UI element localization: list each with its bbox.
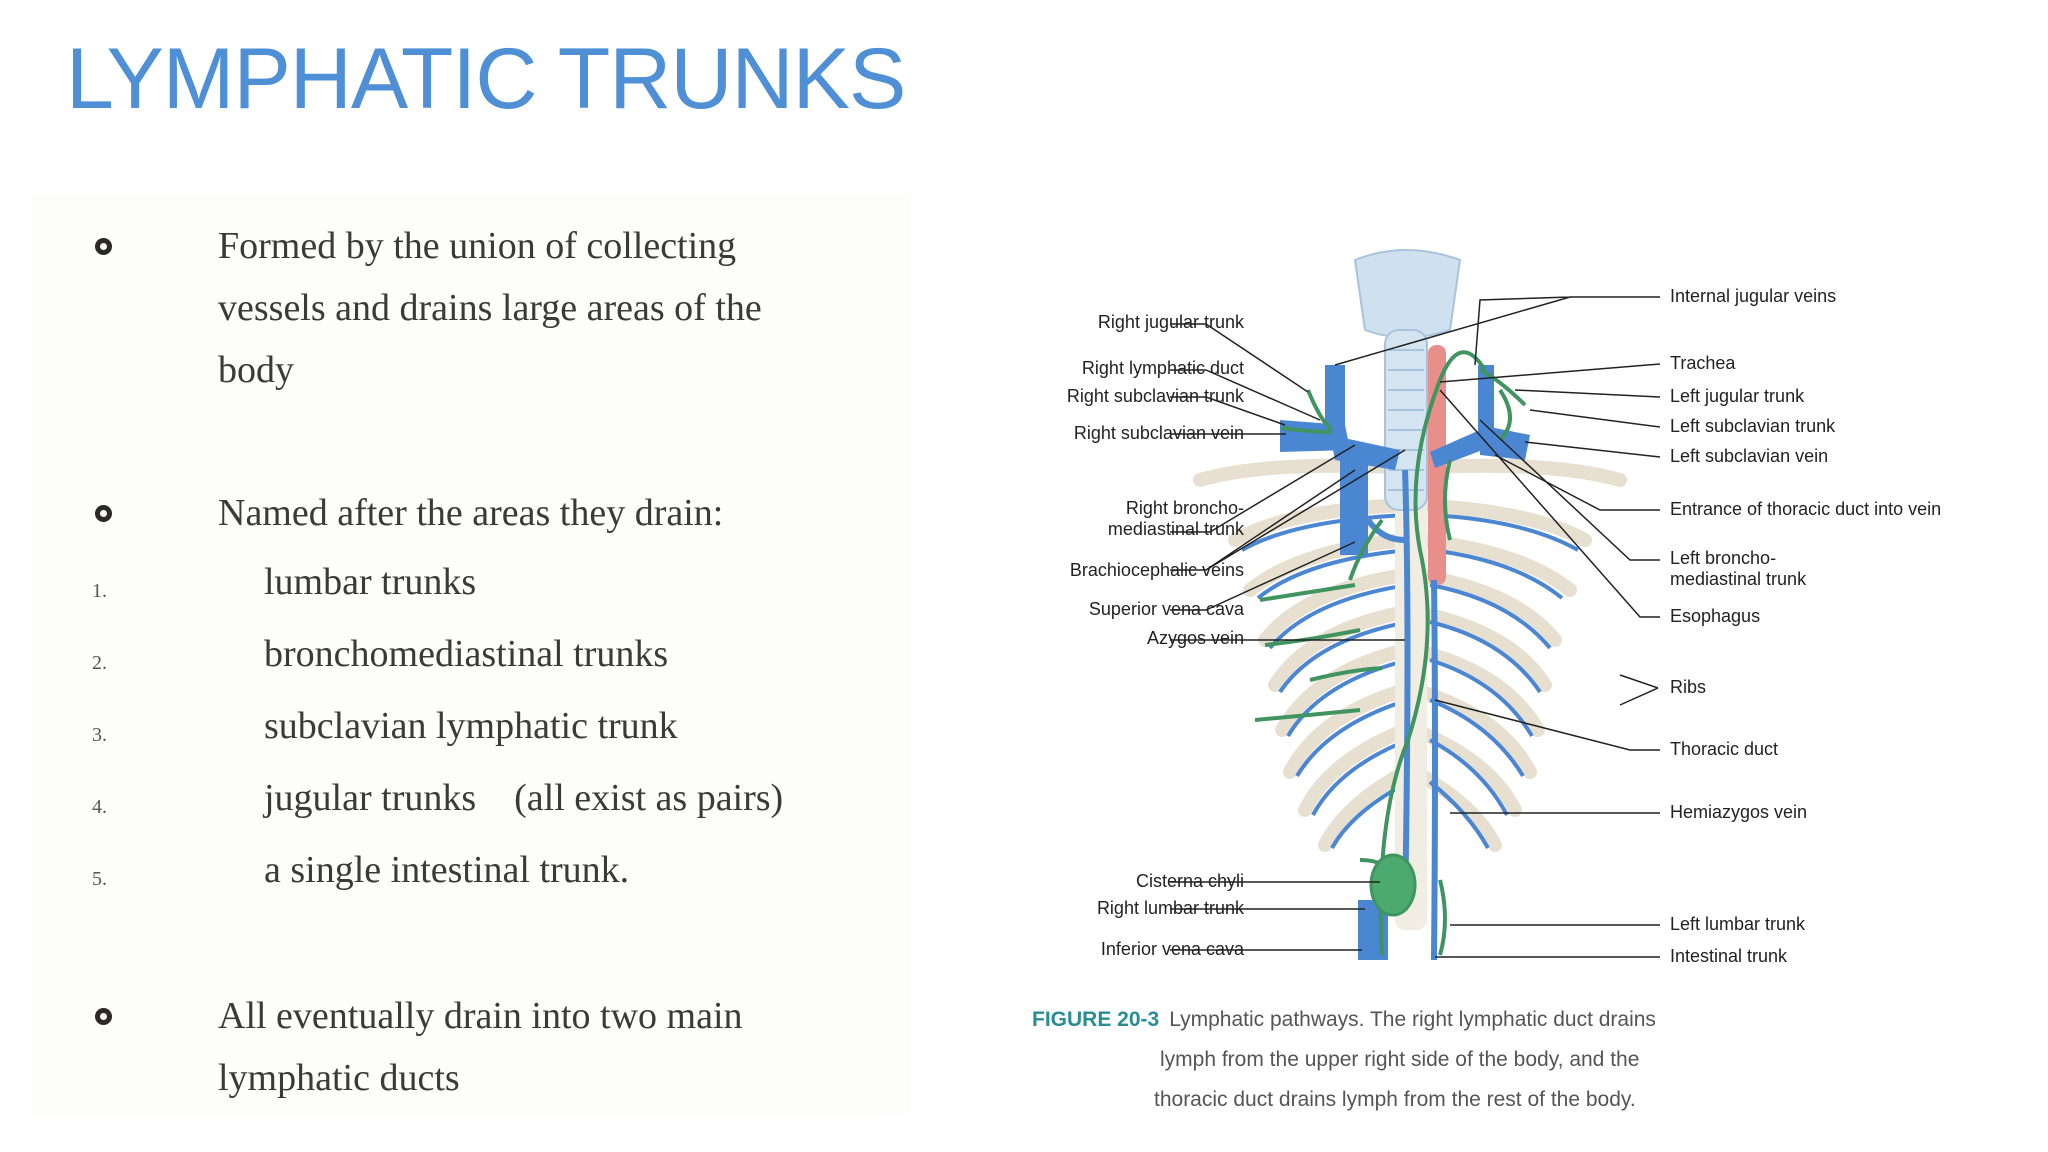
bullet-icon [95,505,112,522]
lymphatic-figure: Right jugular trunk Right lymphatic duct… [1010,220,2010,1111]
label-line: mediastinal trunk [1670,569,1807,589]
label-ribs: Ribs [1670,677,1707,697]
point-2: Named after the areas they drain: [218,492,724,534]
label-right-lumbar-trunk: Right lumbar trunk [1096,898,1244,918]
caption-line: Lymphatic pathways. The right lymphatic … [1169,1008,1656,1031]
label-right-bronchomediastinal-trunk: Right broncho- mediastinal trunk [1108,498,1244,540]
label-internal-jugular-veins: Internal jugular veins [1670,286,1837,306]
label-right-lymphatic-duct: Right lymphatic duct [1081,358,1244,378]
label-azygos-vein: Azygos vein [1146,628,1244,648]
caption-line: lymph from the upper right side of the b… [1160,1048,1640,1071]
label-right-jugular-trunk: Right jugular trunk [1097,312,1244,332]
label-right-subclavian-trunk: Right subclavian trunk [1066,386,1244,406]
list-number: 2. [92,652,107,674]
point-3-line: All eventually drain into two main [218,995,743,1037]
page-title: LYMPHATIC TRUNKS [66,31,906,127]
label-superior-vena-cava: Superior vena cava [1088,599,1244,619]
point-1: Formed by the union of collecting vessel… [218,215,762,401]
text-panel: Formed by the union of collecting vessel… [30,195,910,1115]
list-item: subclavian lymphatic trunk [264,705,678,747]
label-left-bronchomediastinal-trunk: Left broncho- mediastinal trunk [1670,548,1806,590]
label-brachiocephalic-veins: Brachiocephalic veins [1069,560,1244,580]
label-left-subclavian-trunk: Left subclavian trunk [1670,416,1836,436]
label-thoracic-duct-entrance: Entrance of thoracic duct into vein [1670,499,1942,519]
label-intestinal-trunk: Intestinal trunk [1670,946,1788,966]
list-number: 4. [92,796,107,818]
point-1-line: vessels and drains large areas of the [218,287,762,329]
label-trachea: Trachea [1670,353,1736,373]
label-line: Left broncho- [1670,548,1777,568]
label-left-subclavian-vein: Left subclavian vein [1670,446,1829,466]
label-line: Right broncho- [1125,498,1244,518]
anatomy-illustration [1170,249,1661,961]
label-esophagus: Esophagus [1670,606,1761,626]
label-left-lumbar-trunk: Left lumbar trunk [1670,914,1806,934]
list-item: bronchomediastinal trunks [264,633,669,675]
label-hemiazygos-vein: Hemiazygos vein [1670,802,1808,822]
figure-caption: FIGURE 20-3 Lymphatic pathways. The right… [1032,1000,1656,1120]
caption-line: thoracic duct drains lymph from the rest… [1154,1088,1636,1111]
point-1-line: Formed by the union of collecting [218,225,737,267]
label-thoracic-duct: Thoracic duct [1670,739,1779,759]
bullet-icon [95,1008,112,1025]
label-left-jugular-trunk: Left jugular trunk [1670,386,1805,406]
label-right-subclavian-vein: Right subclavian vein [1073,423,1244,443]
label-line: mediastinal trunk [1107,519,1244,539]
point-3-line: lymphatic ducts [218,1057,460,1099]
list-number: 5. [92,868,107,890]
list-item: jugular trunks (all exist as pairs) [264,777,784,819]
list-number: 3. [92,724,107,746]
label-cisterna-chyli: Cisterna chyli [1135,871,1244,891]
point-3: All eventually drain into two main lymph… [218,985,743,1109]
list-number: 1. [92,580,107,602]
point-1-line: body [218,349,294,391]
bullet-icon [95,238,112,255]
label-inferior-vena-cava: Inferior vena cava [1100,939,1244,959]
figure-number: FIGURE 20-3 [1032,1008,1160,1031]
list-item: a single intestinal trunk. [264,849,630,891]
list-item: lumbar trunks [264,561,477,603]
